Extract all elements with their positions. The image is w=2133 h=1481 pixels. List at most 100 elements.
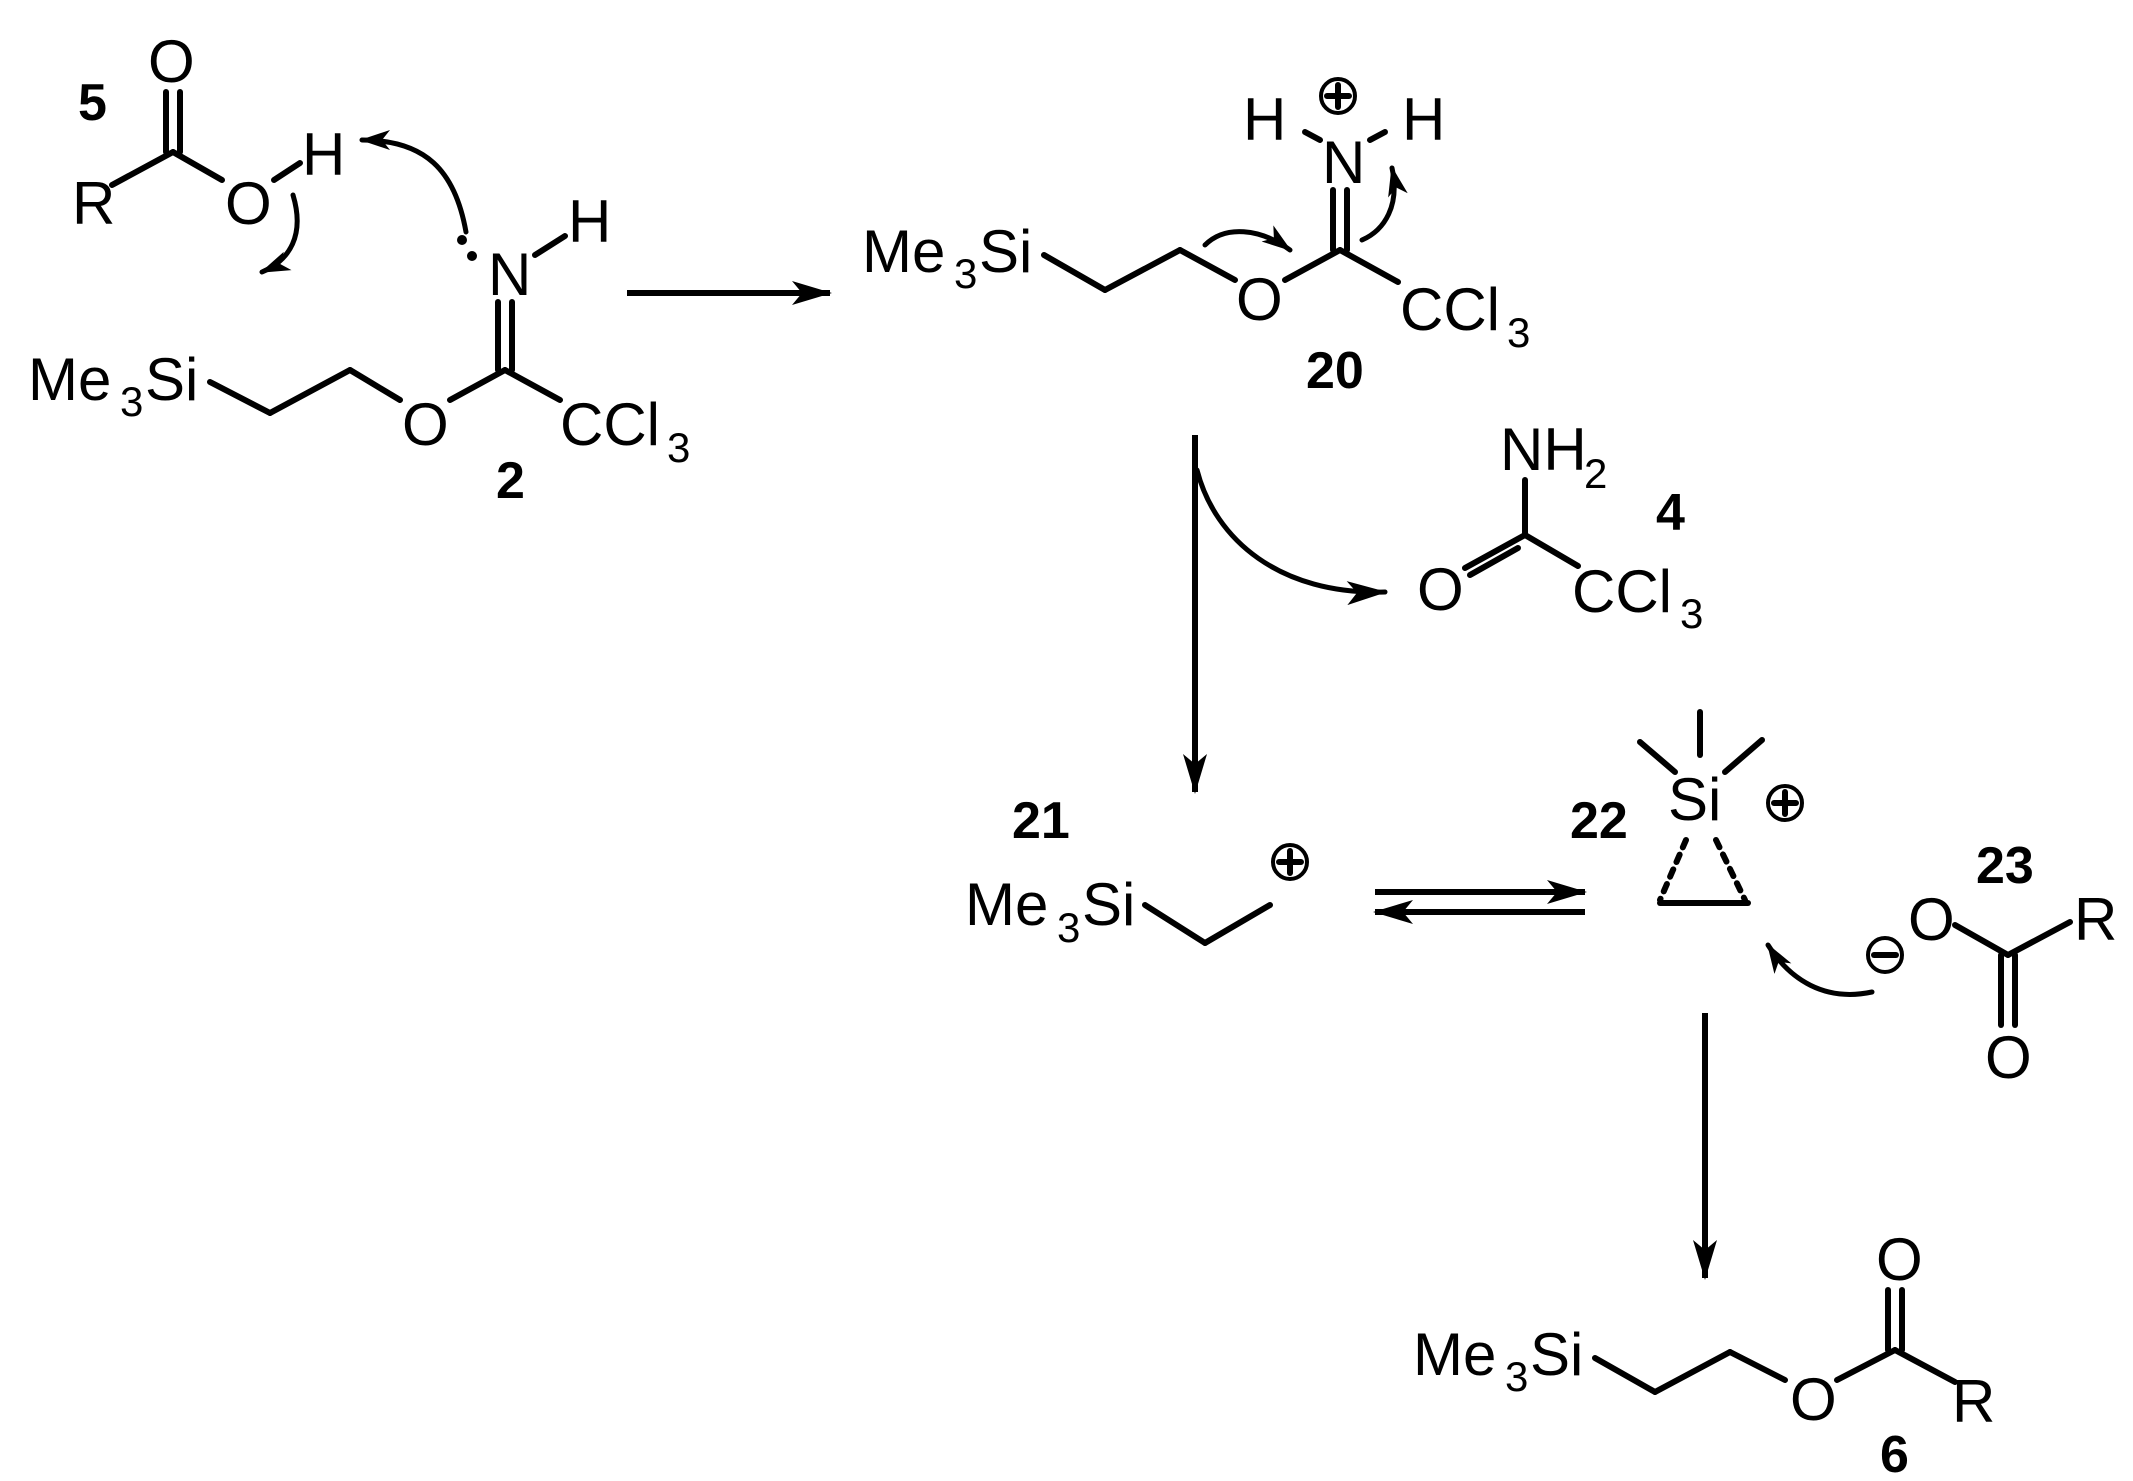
ring-bond-dashed-right <box>1713 837 1748 903</box>
bond-c-oh <box>170 149 225 183</box>
bond-o-c <box>1952 922 2011 958</box>
compound-label-21: 21 <box>1012 792 1070 850</box>
compound-label-2: 2 <box>496 452 525 510</box>
ring-bond-dashed-left <box>1657 837 1689 903</box>
compound-23: 23 O R O <box>1866 837 2117 1091</box>
atom-silicon: Si <box>979 218 1032 285</box>
atom-acid-hydrogen: H <box>302 121 345 188</box>
compound-label-20: 20 <box>1306 342 1364 400</box>
curly-arrow-nucleophilic-attack <box>1765 942 1875 997</box>
atom-me-subscript: 3 <box>1505 1353 1528 1400</box>
positive-charge-icon <box>1319 77 1357 115</box>
curly-arrow-cn-to-nh <box>1359 165 1408 243</box>
negative-charge-icon <box>1866 936 1904 974</box>
atom-ccl-subscript: 3 <box>1507 309 1530 356</box>
atom-ccl-subscript: 3 <box>1680 590 1703 637</box>
atom-me-subscript: 3 <box>1057 904 1080 951</box>
compound-label-5: 5 <box>78 74 107 132</box>
atom-me: Me <box>862 218 945 285</box>
methyl-left <box>1637 739 1678 775</box>
lone-pair-dot-1 <box>457 235 467 245</box>
atom-ccl-subscript: 3 <box>667 424 690 471</box>
curly-arrow-ch2-to-o <box>1202 225 1293 253</box>
atom-ester-oxygen: O <box>1790 1366 1837 1433</box>
bond-n-h-left <box>1302 129 1323 143</box>
atom-carbonyl-oxygen: O <box>148 28 195 95</box>
atom-nh-subscript: 2 <box>1584 450 1607 497</box>
bond-c-r <box>2005 919 2073 958</box>
bond-n-h <box>532 233 568 258</box>
atom-carbonyl-oxygen: O <box>1985 1024 2032 1091</box>
atom-iminium-hydrogen-2: H <box>1402 86 1445 153</box>
compound-20: Me 3 Si O N H H CCl 3 20 <box>862 77 1530 400</box>
curly-arrow-byproduct <box>1194 467 1388 606</box>
bond-c-o-double-1 <box>1462 532 1528 571</box>
atom-ether-oxygen: O <box>1236 266 1283 333</box>
bond-ch2-ch2 <box>267 367 353 416</box>
atom-iminium-nitrogen: N <box>1322 129 1365 196</box>
positive-charge-icon <box>1766 784 1804 822</box>
atom-me: Me <box>965 871 1048 938</box>
atom-me-subscript: 3 <box>120 378 143 425</box>
bond-n-h-right <box>1367 129 1388 143</box>
bond-c-ccl3 <box>1522 532 1581 569</box>
bond-si-ch2 <box>1592 1355 1658 1395</box>
bond-o-h <box>271 160 303 183</box>
bond-c-r <box>1892 1347 1958 1385</box>
bond-ch2-o <box>1727 1349 1788 1383</box>
compound-label-6: 6 <box>1880 1426 1909 1481</box>
bond-ch2-ch2 <box>1202 902 1273 946</box>
atom-ccl: CCl <box>1400 276 1500 343</box>
compound-label-22: 22 <box>1570 792 1628 850</box>
atom-ccl: CCl <box>1572 558 1672 625</box>
bond-r-c <box>109 149 176 188</box>
compound-5: 5 O R O H <box>72 28 345 237</box>
atom-ether-oxygen: O <box>402 391 449 458</box>
compound-label-23: 23 <box>1976 837 2034 895</box>
compound-21: 21 Me 3 Si <box>965 792 1309 951</box>
bond-o-c <box>1282 247 1343 283</box>
atom-r-group: R <box>2074 886 2117 953</box>
atom-silicon: Si <box>1082 871 1135 938</box>
compound-6: Me 3 Si O O R 6 <box>1413 1226 1995 1481</box>
bond-o-c <box>447 367 508 403</box>
lone-pair-dot-2 <box>467 251 477 261</box>
bond-si-ch2 <box>1142 902 1208 946</box>
curly-arrow-oh-to-o <box>259 192 300 275</box>
bond-ch2-o <box>1177 247 1238 283</box>
bond-c-ccl3 <box>502 367 563 403</box>
atom-carbonyl-oxygen: O <box>1876 1226 1923 1293</box>
bond-o-c <box>1834 1347 1898 1383</box>
bond-ch2-ch2 <box>1102 247 1183 293</box>
atom-silicon: Si <box>1530 1321 1583 1388</box>
atom-iminium-hydrogen-1: H <box>1243 86 1286 153</box>
methyl-right <box>1722 737 1765 775</box>
atom-me: Me <box>1413 1321 1496 1388</box>
bond-c-ccl3 <box>1337 247 1401 285</box>
compound-label-4: 4 <box>1656 484 1685 542</box>
positive-charge-icon <box>1271 843 1309 881</box>
atom-silicon: Si <box>1668 766 1721 833</box>
bond-si-ch2 <box>207 379 273 416</box>
atom-imine-hydrogen: H <box>568 188 611 255</box>
atom-me: Me <box>28 346 111 413</box>
compound-2: Me 3 Si O N H CCl 3 2 <box>28 188 690 510</box>
compound-4: NH 2 4 O CCl 3 <box>1417 416 1703 637</box>
atom-ccl: CCl <box>560 391 660 458</box>
atom-hydroxyl-oxygen: O <box>225 170 272 237</box>
atom-r-group: R <box>1952 1368 1995 1435</box>
bond-si-ch2 <box>1041 252 1108 293</box>
curly-arrow-lone-pair-to-h <box>359 130 469 235</box>
bond-ch2-o <box>347 367 403 403</box>
atom-carbonyl-oxygen: O <box>1417 556 1464 623</box>
bond-ch2-ch2 <box>1652 1349 1733 1395</box>
atom-imine-nitrogen: N <box>488 241 531 308</box>
atom-me-subscript: 3 <box>954 250 977 297</box>
atom-r-group: R <box>72 170 115 237</box>
bond-c-o-double-2 <box>1467 545 1521 578</box>
atom-nh: NH <box>1500 416 1587 483</box>
atom-carboxylate-oxygen: O <box>1908 886 1955 953</box>
atom-silicon: Si <box>145 346 198 413</box>
compound-22: 22 Si <box>1570 709 1804 906</box>
